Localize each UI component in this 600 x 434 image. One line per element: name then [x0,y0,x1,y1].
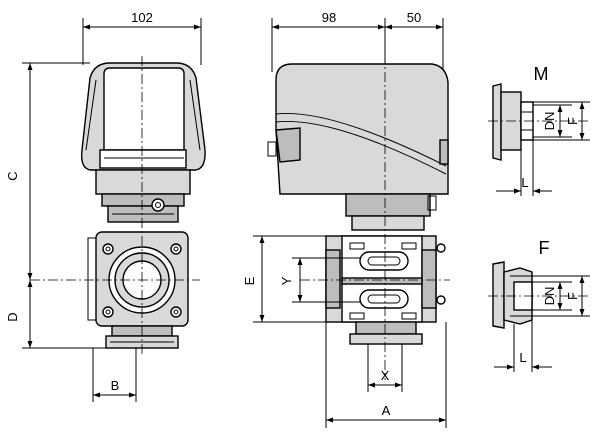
detail-m-dn: DN [542,112,557,131]
dim-d: D [5,312,20,321]
detail-m-title: M [534,64,549,84]
side-view: 98 50 [242,10,450,428]
dim-side-left: 98 [322,10,336,25]
dim-a: A [382,403,391,418]
detail-m: M DN F L [488,64,590,196]
front-view: 102 C D [5,10,206,402]
detail-f-f: F [565,292,580,300]
detail-m-l: L [521,175,528,190]
detail-f-l: L [519,350,526,365]
detail-f-dn: DN [542,287,557,306]
dim-y: Y [279,276,294,285]
detail-f-title: F [539,238,550,258]
dim-e: E [242,276,257,285]
dim-side-right: 50 [407,10,421,25]
dim-front-width: 102 [131,10,153,25]
dim-b: B [111,378,120,393]
dim-c: C [5,171,20,180]
dim-x: X [381,368,390,383]
detail-m-f: F [565,117,580,125]
detail-f: F DN F L [488,238,590,372]
